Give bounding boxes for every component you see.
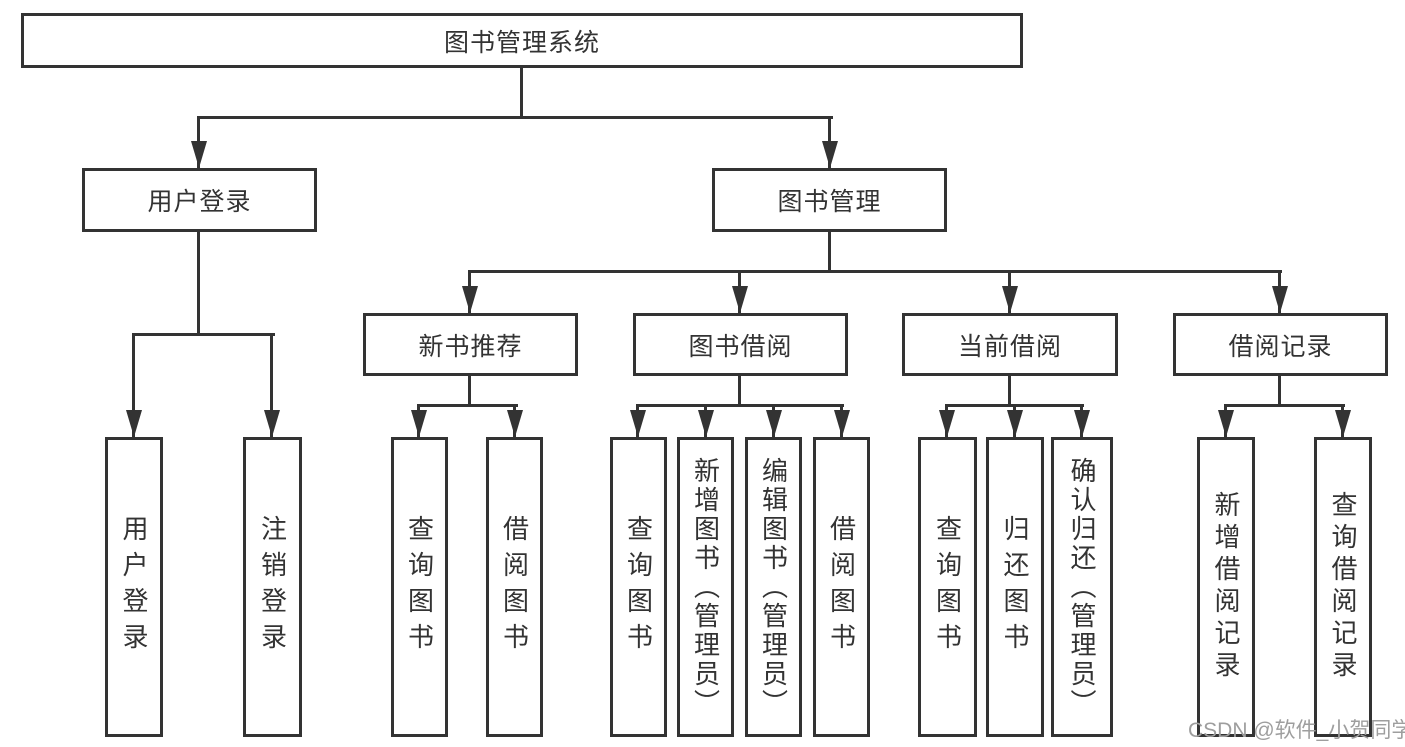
node-label: 注销登录 <box>257 515 288 659</box>
connector-line <box>132 333 135 437</box>
node-label: 归还图书 <box>1000 515 1030 659</box>
arrow-down-icon <box>1335 410 1351 437</box>
node-book-borrow: 图书借阅 <box>633 313 848 376</box>
connector-line <box>828 232 831 273</box>
node-label: 确认归还（管理员） <box>1067 456 1097 718</box>
arrow-down-icon <box>630 410 646 437</box>
node-label: 编辑图书（管理员） <box>758 456 789 718</box>
node-label: 借阅图书 <box>499 515 530 659</box>
connector-line <box>636 404 844 407</box>
arrow-down-icon <box>1002 286 1018 313</box>
node-newbooks-borrow: 借阅图书 <box>486 437 543 737</box>
connector-line <box>1278 376 1281 407</box>
connector-line <box>132 333 275 336</box>
arrow-down-icon <box>462 286 478 313</box>
node-label: 查询借阅记录 <box>1328 491 1358 683</box>
node-label: 新书推荐 <box>418 332 523 361</box>
arrow-down-icon <box>822 141 838 168</box>
connector-line <box>197 232 200 336</box>
connector-line <box>1008 376 1011 407</box>
connector-line <box>197 116 833 119</box>
node-label: 查询图书 <box>623 515 654 659</box>
node-new-book-recommend: 新书推荐 <box>363 313 578 376</box>
node-label: 借阅记录 <box>1228 332 1333 361</box>
node-borrow-add-admin: 新增图书（管理员） <box>677 437 734 737</box>
node-newbooks-query: 查询图书 <box>391 437 448 737</box>
node-user-login: 用户登录 <box>82 168 317 232</box>
node-label: 图书管理系统 <box>443 28 600 57</box>
node-label: 新增借阅记录 <box>1211 491 1241 683</box>
arrow-down-icon <box>126 410 142 437</box>
node-label: 用户登录 <box>119 515 149 659</box>
arrow-down-icon <box>191 141 207 168</box>
node-borrow-query: 查询图书 <box>610 437 667 737</box>
connector-line <box>468 376 471 407</box>
arrow-down-icon <box>698 410 714 437</box>
arrow-down-icon <box>1218 410 1234 437</box>
node-leaf-logout: 注销登录 <box>243 437 302 737</box>
connector-line <box>738 376 741 407</box>
arrow-down-icon <box>1272 286 1288 313</box>
node-records-query: 查询借阅记录 <box>1314 437 1372 737</box>
arrow-down-icon <box>1007 410 1023 437</box>
arrow-down-icon <box>507 410 523 437</box>
arrow-down-icon <box>411 410 427 437</box>
arrow-down-icon <box>766 410 782 437</box>
node-current-confirm-admin: 确认归还（管理员） <box>1051 437 1113 737</box>
connector-line <box>1224 404 1345 407</box>
node-records-add: 新增借阅记录 <box>1197 437 1255 737</box>
connector-line <box>417 404 518 407</box>
node-root: 图书管理系统 <box>21 13 1023 68</box>
node-book-management: 图书管理 <box>712 168 947 232</box>
watermark-text: CSDN @软件_小贺同学 <box>1188 719 1405 742</box>
connector-line <box>468 270 1282 273</box>
node-current-borrow: 当前借阅 <box>902 313 1118 376</box>
arrow-down-icon <box>732 286 748 313</box>
arrow-down-icon <box>939 410 955 437</box>
node-borrow-borrow: 借阅图书 <box>813 437 870 737</box>
node-label: 查询图书 <box>932 515 963 659</box>
node-leaf-user-login: 用户登录 <box>105 437 163 737</box>
node-label: 图书管理 <box>777 188 882 216</box>
connector-line <box>270 333 273 437</box>
node-label: 查询图书 <box>404 515 435 659</box>
node-current-query: 查询图书 <box>918 437 977 737</box>
node-label: 借阅图书 <box>826 515 857 659</box>
node-label: 图书借阅 <box>688 332 793 361</box>
node-current-return: 归还图书 <box>986 437 1044 737</box>
arrow-down-icon <box>834 410 850 437</box>
node-label: 新增图书（管理员） <box>690 456 721 718</box>
node-borrow-records: 借阅记录 <box>1173 313 1388 376</box>
arrow-down-icon <box>264 410 280 437</box>
arrow-down-icon <box>1074 410 1090 437</box>
connector-line <box>520 68 523 118</box>
node-borrow-edit-admin: 编辑图书（管理员） <box>745 437 802 737</box>
node-label: 当前借阅 <box>957 332 1062 361</box>
node-label: 用户登录 <box>147 188 252 216</box>
